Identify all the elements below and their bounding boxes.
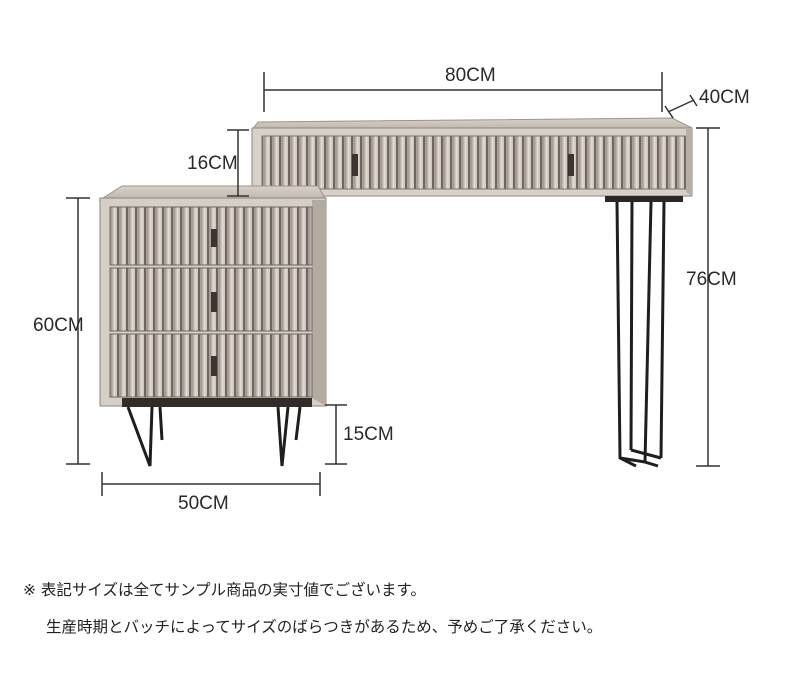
desk-unit [250,117,693,468]
cabinet-metal-legs [126,406,302,467]
desk-drawer-handle-right [568,154,574,176]
cabinet-unit [98,185,327,467]
dimension-label-desk-depth: 40CM [699,87,750,108]
cabinet-drawer-handle-2 [211,292,217,312]
size-note-line-2: 生産時期とバッチによってサイズのばらつきがあるため、予めご了承ください。 [46,618,603,636]
cabinet-drawer-handle-1 [211,229,217,247]
dimension-label-total-height: 76CM [686,269,737,290]
dimension-label-cabinet-width: 50CM [178,493,229,514]
dimension-label-drawer-height: 16CM [187,153,238,174]
desk-drawer-handle-left [352,154,358,176]
dimension-label-cabinet-height: 60CM [33,315,84,336]
dimension-label-desk-width: 80CM [445,65,496,86]
desk-metal-legs [605,196,683,468]
desk-drawer-front [262,136,686,189]
dimension-lines [66,72,720,496]
cabinet-drawer-handle-3 [211,356,217,376]
size-note-line-1: ※ 表記サイズは全てサンプル商品の実寸値でございます。 [23,581,426,599]
dimension-label-leg-height: 15CM [343,424,394,445]
